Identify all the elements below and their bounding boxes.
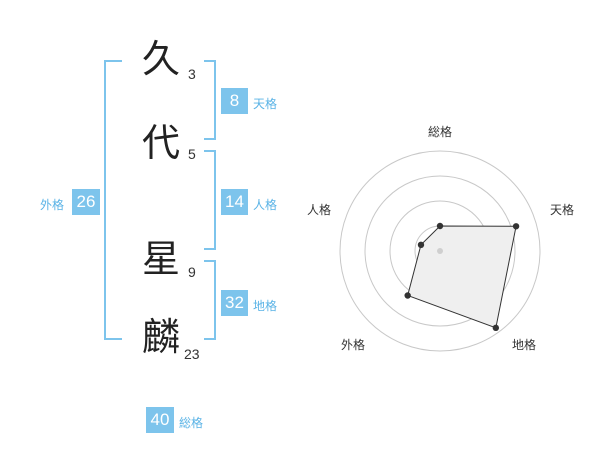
gaikaku-label: 外格 <box>40 198 65 212</box>
soukaku-badge: 40 <box>146 407 174 433</box>
gaikaku-bracket <box>104 60 122 340</box>
chikaku-label: 地格 <box>253 299 278 313</box>
radar-label-jinkaku: 人格 <box>307 203 332 217</box>
radar-label-chikaku: 地格 <box>512 338 537 352</box>
stroke-count-3: 9 <box>188 264 196 280</box>
name-char-3: 星 <box>142 237 181 281</box>
radar-point <box>436 222 444 230</box>
name-char-4: 麟 <box>142 315 181 359</box>
gaikaku-badge: 26 <box>72 189 100 215</box>
radar-ring <box>339 150 541 352</box>
tenkaku-bracket <box>204 60 216 140</box>
name-char-2: 代 <box>142 121 181 165</box>
radar-center-dot <box>437 248 443 254</box>
tenkaku-badge: 8 <box>221 88 248 114</box>
radar-point <box>417 241 425 249</box>
radar-label-gaikaku: 外格 <box>341 338 366 352</box>
radar-label-soukaku: 総格 <box>428 125 453 139</box>
radar-point <box>492 324 500 332</box>
jinkaku-label: 人格 <box>253 198 278 212</box>
tenkaku-label: 天格 <box>253 97 278 111</box>
chikaku-bracket <box>204 260 216 340</box>
radar-point <box>404 292 411 299</box>
stroke-count-4: 23 <box>184 346 200 362</box>
jinkaku-badge: 14 <box>221 189 248 215</box>
radar-polygon <box>407 225 517 329</box>
chikaku-badge: 32 <box>221 290 248 316</box>
radar-label-tenkaku: 天格 <box>550 203 575 217</box>
radar-ring <box>364 175 516 327</box>
radar-chart <box>339 150 541 352</box>
name-char-1: 久 <box>142 37 181 81</box>
stroke-count-2: 5 <box>188 146 196 162</box>
jinkaku-bracket <box>204 150 216 250</box>
soukaku-label: 総格 <box>179 416 204 430</box>
radar-point <box>512 223 520 230</box>
stroke-count-1: 3 <box>188 66 196 82</box>
radar-points <box>404 222 520 332</box>
